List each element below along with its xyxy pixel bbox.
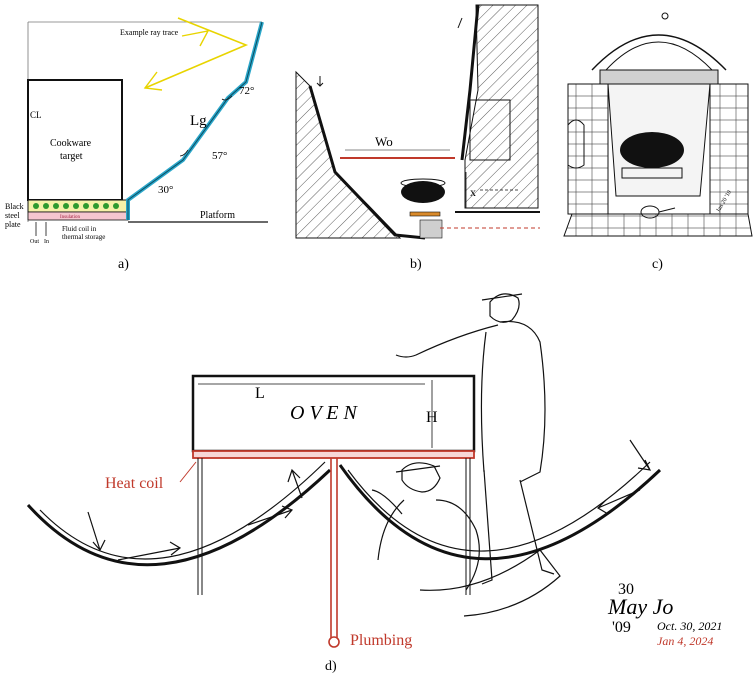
black-label-1: Black (5, 202, 24, 211)
wo-label: Wo (375, 134, 393, 149)
date-2: Jan 4, 2024 (657, 634, 713, 648)
heat-coil-leader (179, 461, 197, 483)
arrow-d1 (87, 511, 106, 552)
arrow-d3 (247, 505, 294, 526)
signature-year: '09 (612, 619, 631, 636)
arrow-d2 (117, 541, 182, 561)
fluid-label-2: thermal storage (62, 233, 105, 241)
caption-b: b) (410, 257, 422, 272)
arrow-d4 (287, 468, 303, 499)
angle-arrow-57 (179, 149, 189, 157)
out-label: Out (30, 239, 39, 245)
trough-right-inner (347, 461, 651, 552)
grill-rack (621, 167, 683, 179)
angle-30: 30° (158, 184, 173, 196)
ray-arrow-2 (143, 71, 163, 91)
trough-right-outer (338, 464, 662, 561)
fluid-label-1: Fluid coil in (62, 225, 97, 233)
target-label: target (60, 151, 83, 162)
arrow-d6 (597, 489, 641, 515)
standing-person (395, 293, 555, 585)
cl-label: CL (30, 110, 42, 120)
cookware-label: Cookware (50, 138, 92, 149)
plumbing-label: Plumbing (350, 632, 412, 649)
heat-plate (409, 211, 441, 217)
ray-trace (144, 17, 249, 89)
skillet-handle (658, 207, 676, 213)
heat-coil (192, 450, 475, 459)
caption-a: a) (118, 257, 129, 272)
crouching-person (371, 462, 561, 617)
h-label: H (426, 409, 438, 426)
arch-keystone (661, 12, 669, 20)
heat-coil-label: Heat coil (105, 475, 164, 492)
arch-outer (591, 34, 727, 71)
storage-block (419, 219, 443, 239)
dutch-oven (620, 132, 684, 168)
trough-left-outer (26, 468, 332, 567)
ray-label: Example ray trace (120, 28, 179, 37)
caption-c: c) (652, 257, 663, 272)
insulation-label: Insulation (60, 215, 80, 220)
ray-arrow-1 (181, 30, 210, 47)
angle-arrow-72 (221, 95, 233, 101)
door-frame (469, 99, 511, 161)
brick-right (709, 83, 749, 215)
black-label-2: steel (5, 211, 20, 220)
lg-label: Lg (190, 113, 207, 129)
panel-d: O V E N L H Heat coil Plumbing (26, 293, 722, 674)
plumbing-valve (328, 636, 340, 648)
platform-label: Platform (200, 210, 235, 221)
signature-top: 30 (618, 581, 634, 598)
panel-b: Wo x b) (295, 4, 540, 272)
fluid-coil-beads (33, 203, 119, 209)
hatch-left (295, 70, 402, 239)
mirror-profile-edge (127, 21, 263, 220)
reflector-right (460, 4, 480, 161)
arch-inner (605, 41, 713, 71)
hatch-right (464, 4, 539, 209)
arrow-b2 (457, 17, 463, 29)
angle-72: 72° (239, 85, 254, 97)
floor-tiles (563, 213, 753, 237)
x-label: x (470, 185, 476, 199)
panel-c: Jan 20 '10 c) (563, 12, 753, 272)
arrow-d5 (629, 439, 652, 471)
lintel (599, 69, 719, 85)
signature: May Jo (607, 594, 673, 619)
l-label: L (255, 385, 265, 402)
trough-left-inner (39, 461, 326, 560)
black-label-3: plate (5, 220, 21, 229)
oven-mitt (567, 119, 585, 169)
arrow-b1 (316, 76, 324, 87)
date-1: Oct. 30, 2021 (657, 619, 722, 633)
brick-left (567, 83, 609, 215)
reflector-left (308, 85, 426, 240)
angle-57: 57° (212, 150, 227, 162)
pot (401, 181, 445, 203)
in-label: In (44, 239, 49, 245)
caption-d: d) (325, 659, 337, 674)
oven-label: O V E N (290, 402, 359, 424)
pot-rim (400, 178, 446, 188)
panel-a: CL Cookware target Insulation Platform E… (5, 17, 268, 272)
